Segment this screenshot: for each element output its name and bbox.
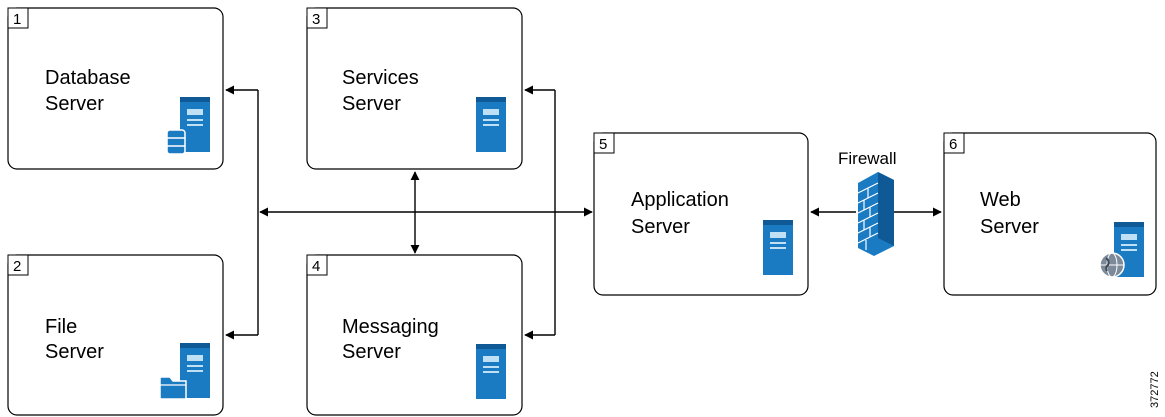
box-label-line1: Database [45, 67, 131, 89]
box-label-line2: Server [631, 216, 690, 238]
box-file-server: 2 File Server [7, 254, 224, 416]
box-number: 3 [312, 11, 320, 28]
box-label-line1: Web [980, 189, 1021, 211]
box-label-line2: Server [980, 216, 1039, 238]
box-label-line1: Services [342, 67, 419, 89]
box-number: 5 [599, 136, 607, 153]
database-server-icon [166, 97, 210, 155]
box-application-server: 5 Application Server [593, 132, 809, 296]
box-messaging-server: 4 Messaging Server [306, 254, 523, 416]
box-label-line2: Server [45, 341, 104, 363]
box-number: 1 [13, 11, 21, 28]
box-services-server: 3 Services Server [306, 7, 523, 170]
file-server-icon [159, 343, 210, 400]
firewall-icon [857, 172, 894, 256]
server-icon [476, 97, 506, 152]
box-number: 2 [13, 258, 21, 275]
server-icon [763, 220, 793, 275]
box-label-line1: File [45, 316, 77, 338]
box-label-line2: Server [342, 341, 401, 363]
box-web-server: 6 Web Server [943, 132, 1157, 296]
box-number: 6 [949, 136, 957, 153]
box-database-server: 1 Database Server [7, 7, 224, 170]
figure-id: 372772 [1149, 371, 1161, 408]
box-label-line2: Server [45, 93, 104, 115]
globe-icon [1099, 252, 1125, 278]
web-server-icon [1099, 222, 1144, 278]
box-number: 4 [312, 258, 320, 275]
box-label-line1: Application [631, 189, 729, 211]
box-label-line1: Messaging [342, 316, 439, 338]
box-label-line2: Server [342, 93, 401, 115]
firewall-label: Firewall [838, 149, 897, 168]
server-icon [476, 344, 506, 399]
